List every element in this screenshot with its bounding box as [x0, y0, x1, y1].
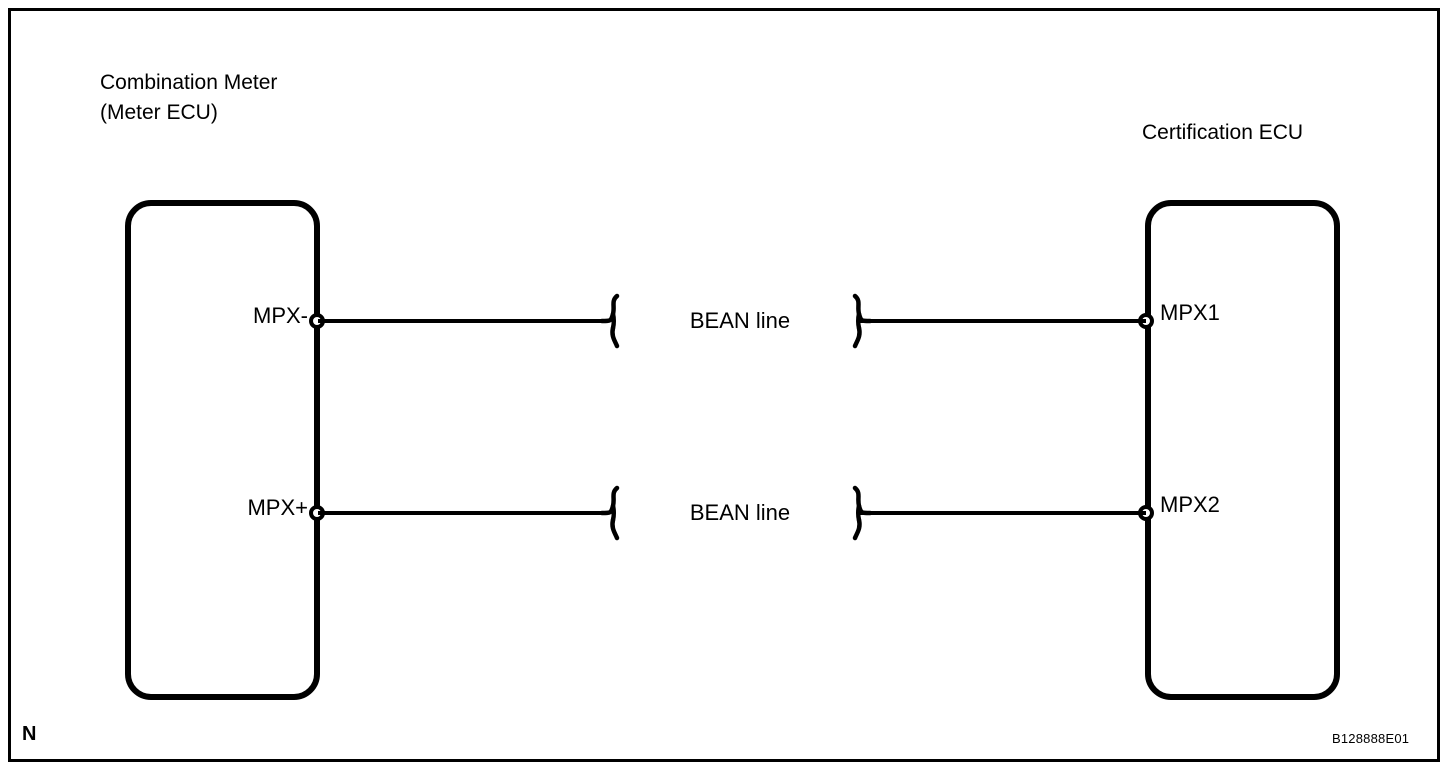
figure-code: B128888E01 — [1332, 731, 1410, 746]
pin-label-mpx2: MPX2 — [1160, 492, 1220, 517]
meter-ecu-title-line2: (Meter ECU) — [100, 101, 218, 124]
certification-ecu-block — [1145, 200, 1340, 700]
pin-label-mpx-minus: MPX- — [253, 303, 308, 328]
page-border — [8, 8, 1440, 762]
wire-segment-mpx-minus-left — [318, 319, 603, 323]
wire-break-brace-icon-top-left — [598, 292, 632, 350]
meter-ecu-title-line1: Combination Meter — [100, 71, 278, 94]
wire-break-brace-icon-bottom-left — [598, 484, 632, 542]
wire-segment-mpx2-right — [858, 511, 1146, 515]
meter-ecu-title: Combination Meter (Meter ECU) — [100, 68, 277, 128]
wire-segment-mpx-plus-left — [318, 511, 603, 515]
certification-ecu-title: Certification ECU — [1142, 118, 1303, 148]
pin-label-mpx-plus: MPX+ — [247, 495, 308, 520]
bean-line-label-top: BEAN line — [689, 308, 791, 333]
wire-segment-mpx1-right — [858, 319, 1146, 323]
meter-ecu-block — [125, 200, 320, 700]
sheet-mark: N — [22, 723, 37, 745]
bean-line-label-bottom: BEAN line — [689, 500, 791, 525]
pin-label-mpx1: MPX1 — [1160, 300, 1220, 325]
certification-ecu-title-line1: Certification ECU — [1142, 121, 1304, 144]
